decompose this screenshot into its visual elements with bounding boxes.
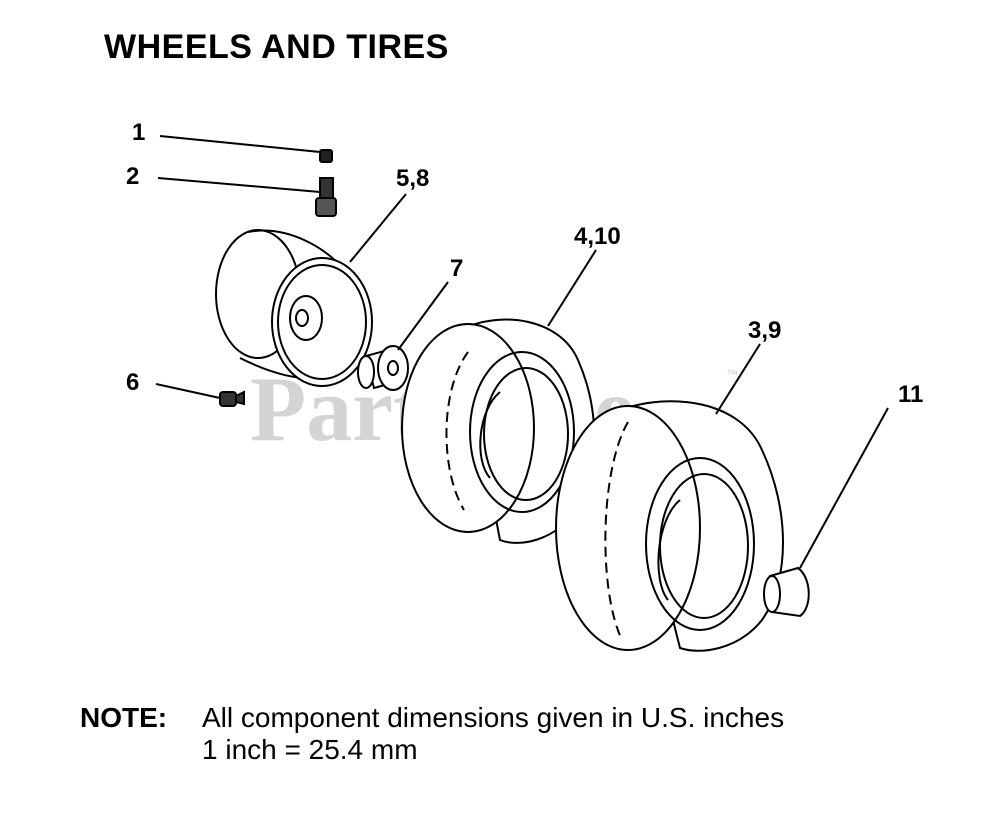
valve-cap-part [319,149,333,163]
note-line-2: 1 inch = 25.4 mm [202,734,418,765]
note-line-1: All component dimensions given in U.S. i… [202,702,785,733]
callout-11: 11 [898,381,923,408]
callout-3-9: 3,9 [748,317,781,344]
note-block: NOTE: All component dimensions given in … [80,702,784,766]
callout-1: 1 [132,119,145,146]
note-lines: All component dimensions given in U.S. i… [202,702,784,766]
note-label: NOTE: [80,702,168,733]
callout-7: 7 [450,255,463,282]
hub-cap-part [763,566,810,618]
callout-4-10: 4,10 [574,223,621,250]
bolt-part [219,390,245,407]
callout-5-8: 5,8 [396,165,429,192]
page-title: WHEELS AND TIRES [104,28,449,66]
leader-lines [155,135,889,569]
callout-2: 2 [126,163,139,190]
trademark-mark: ™ [726,367,738,381]
valve-stem-part [315,177,337,217]
callout-6: 6 [126,369,139,396]
rear-tire-part [555,400,784,652]
wheel-rim-part [215,229,373,387]
bushing-part [357,345,409,391]
